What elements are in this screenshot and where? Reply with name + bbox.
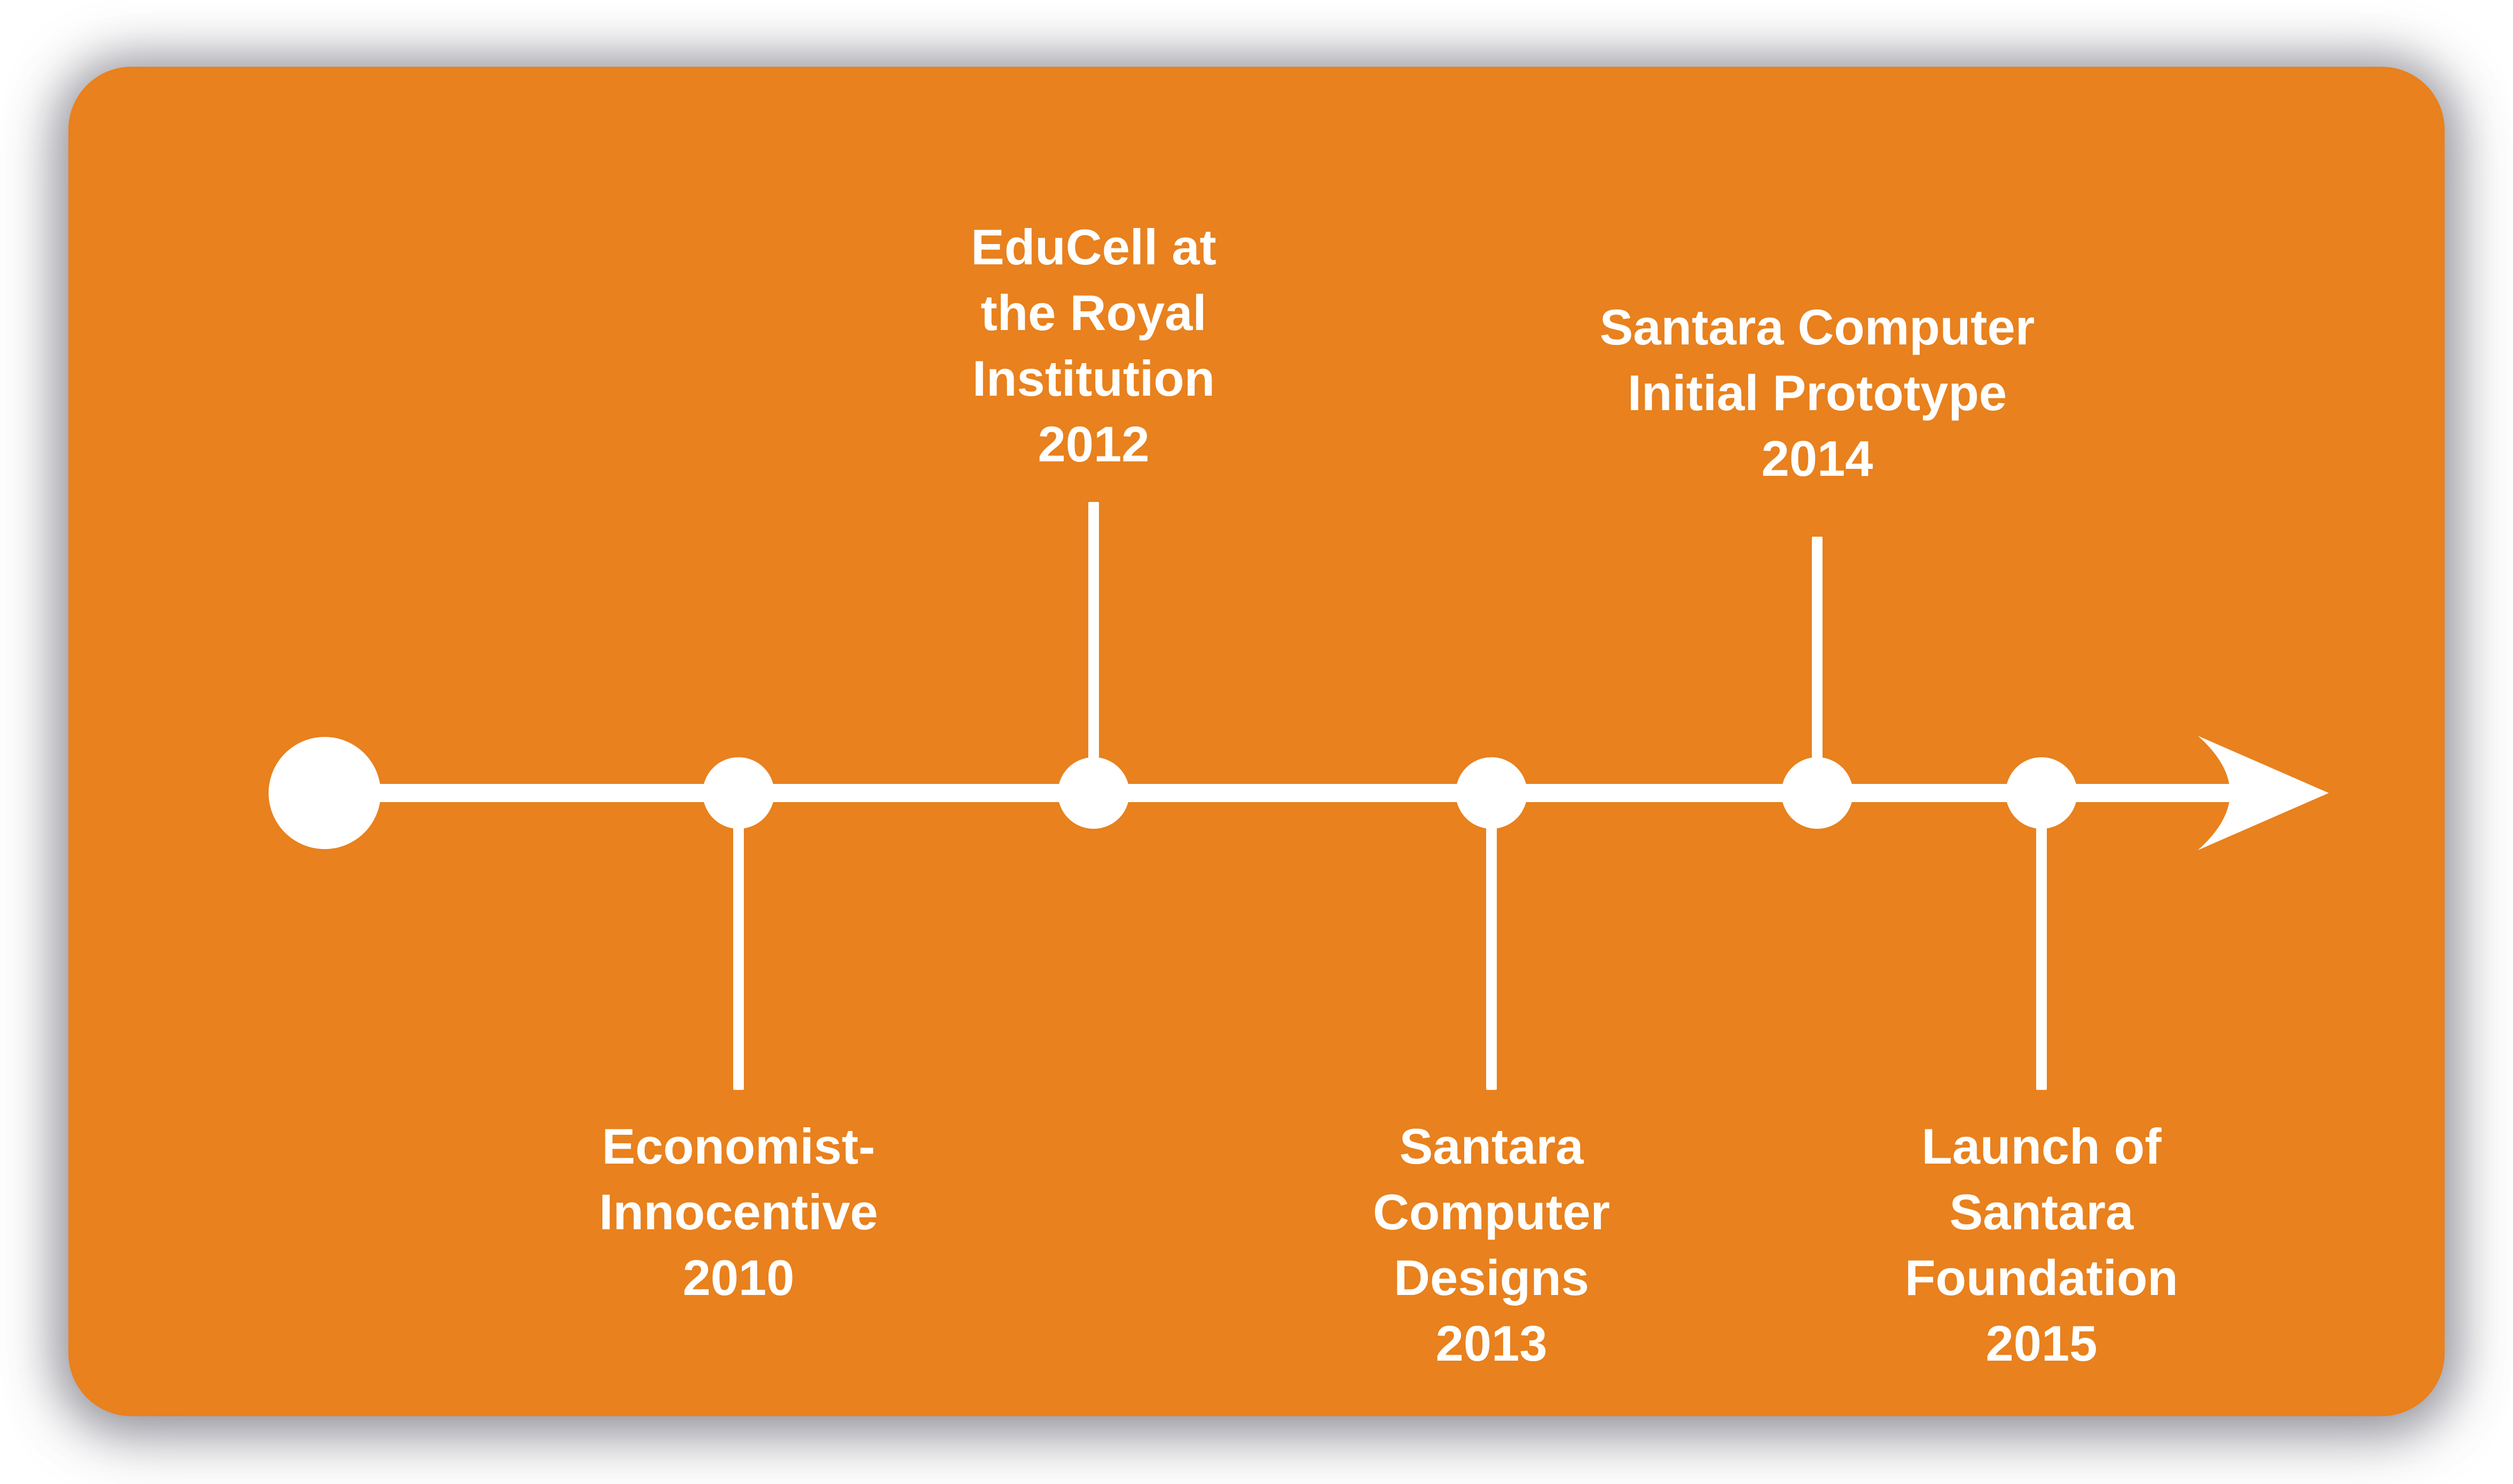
event-label-2010: Economist- Innocentive 2010: [407, 1113, 1070, 1310]
event-stem-2010: [733, 793, 744, 1090]
event-node-2015: [2006, 757, 2077, 829]
event-label-line: 2010: [682, 1250, 795, 1306]
event-label-line: the Royal: [980, 285, 1207, 341]
event-label-line: Institution: [972, 350, 1215, 406]
event-label-line: EduCell at: [971, 219, 1216, 275]
event-label-line: Economist-: [602, 1118, 875, 1174]
timeline-start-circle: [269, 737, 381, 849]
event-label-line: Foundation: [1905, 1250, 2178, 1306]
event-label-2012: EduCell at the Royal Institution 2012: [763, 214, 1425, 477]
event-stem-2014: [1812, 537, 1823, 801]
event-node-2014: [1781, 757, 1853, 829]
event-label-line: Santara Computer: [1599, 299, 2035, 355]
event-label-line: Initial Prototype: [1627, 365, 2007, 421]
event-label-line: Designs: [1394, 1250, 1589, 1306]
event-label-line: 2015: [1985, 1315, 2098, 1371]
event-label-2015: Launch of Santara Foundation 2015: [1710, 1113, 2373, 1376]
timeline-arrowhead-icon: [2198, 736, 2329, 850]
event-label-line: 2014: [1761, 430, 1873, 486]
event-node-2012: [1058, 757, 1129, 829]
event-node-2010: [703, 757, 774, 829]
timeline-card: EduCell at the Royal Institution 2012 Sa…: [68, 67, 2445, 1416]
event-node-2013: [1456, 757, 1527, 829]
event-stem-2015: [2036, 793, 2047, 1090]
event-stem-2012: [1088, 502, 1099, 801]
event-label-line: Computer: [1373, 1184, 1610, 1240]
event-label-line: 2013: [1435, 1315, 1548, 1371]
event-label-line: Santara: [1399, 1118, 1584, 1174]
event-stem-2013: [1486, 793, 1497, 1090]
event-label-2013: Santara Computer Designs 2013: [1160, 1113, 1823, 1376]
event-label-line: Launch of: [1921, 1118, 2162, 1174]
event-label-line: Innocentive: [599, 1184, 878, 1240]
event-label-line: 2012: [1038, 416, 1150, 472]
event-label-line: Santara: [1949, 1184, 2134, 1240]
timeline-axis-line: [325, 784, 2231, 802]
event-label-2014: Santara Computer Initial Prototype 2014: [1486, 294, 2148, 491]
